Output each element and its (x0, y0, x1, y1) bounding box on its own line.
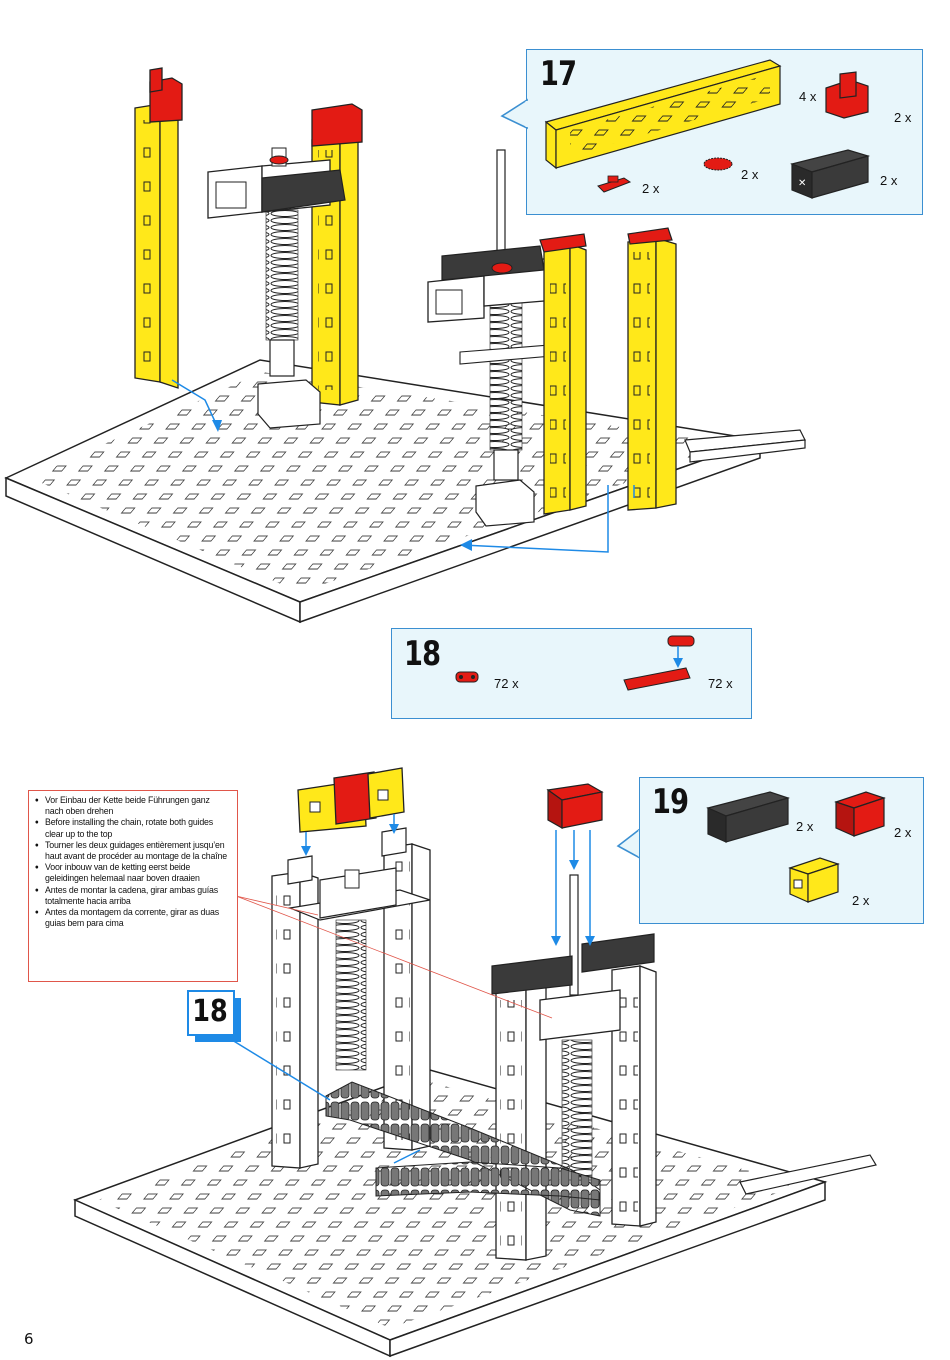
step18-qty-chain-assembly: 72 x (708, 676, 733, 691)
step18-part-chain-assembly (623, 635, 695, 691)
note-line: Antes da montagem da corrente, girar as … (35, 907, 234, 918)
yellow-rail-left (134, 67, 183, 389)
step17-part-red-gear (703, 157, 733, 171)
placement-arrows-bottom (231, 814, 591, 1164)
note-line: clear up to the top (45, 828, 113, 840)
step19-qty-yellow-angle: 2 x (852, 893, 870, 908)
step19-part-yellow-angle (788, 857, 840, 903)
note-leader-lines (235, 895, 553, 1019)
step17-qty-red-gear: 2 x (741, 167, 759, 182)
step17-qty-black-block: 2 x (880, 173, 898, 188)
red-block-top (546, 783, 604, 830)
frame-left (271, 827, 431, 1169)
step17-part-red-angle (825, 71, 869, 119)
chain-installation-note: Vor Einbau der Kette beide Führungen gan… (28, 790, 238, 982)
step17-part-red-connector (597, 175, 632, 193)
svg-text:✕: ✕ (798, 178, 806, 189)
note-text-list: Vor Einbau der Kette beide Führungen gan… (29, 795, 237, 929)
page-number: 6 (24, 1330, 34, 1348)
frame-right (491, 874, 657, 1261)
spring-column-left (207, 147, 346, 429)
step18-qty-chain-link: 72 x (494, 676, 519, 691)
note-line: guias bem para cima (45, 918, 124, 930)
step18-part-chain-link (455, 671, 479, 683)
note-line: geleidingen helemaal naar boven draaien (45, 873, 200, 885)
step17-qty-red-connector: 2 x (642, 181, 660, 196)
step-18-number: 18 (404, 634, 441, 674)
base-plate-top (4, 359, 806, 624)
step17-qty-yellow-rail: 4 x (799, 89, 817, 104)
yellow-rails-right (539, 227, 677, 515)
step-18-badge: 18 (187, 990, 241, 1042)
chain (325, 1081, 601, 1217)
step-17-number: 17 (540, 54, 577, 94)
base-plate-bottom (73, 1069, 877, 1358)
step-19-number: 19 (652, 782, 689, 822)
step19-part-red-block (834, 791, 886, 837)
note-line: Before installing the chain, rotate both… (35, 817, 234, 828)
placement-arrows-top (171, 379, 635, 553)
note-line: totalmente hacia arriba (45, 895, 131, 907)
spring-column-right (427, 149, 557, 527)
step17-part-yellow-rail (544, 59, 782, 170)
yellow-red-block-assembly (297, 767, 405, 833)
note-line: haut avant de procéder au montage de la … (45, 851, 227, 863)
note-line: Vor Einbau der Kette beide Führungen gan… (35, 795, 234, 806)
note-line: Voor inbouw van de ketting eerst beide (35, 862, 234, 873)
note-line: nach oben drehen (45, 806, 114, 818)
step19-qty-black-block: 2 x (796, 819, 814, 834)
note-line: Antes de montar la cadena, girar ambas g… (35, 885, 234, 896)
step19-qty-red-block: 2 x (894, 825, 912, 840)
yellow-rail-middle (311, 103, 363, 406)
step-18-badge-number: 18 (192, 994, 228, 1029)
step17-part-black-block: ✕ (790, 149, 871, 199)
step19-part-black-block (706, 791, 791, 843)
step17-qty-red-angle: 2 x (894, 110, 912, 125)
note-line: Tourner les deux guidages entièrement ju… (35, 840, 234, 851)
